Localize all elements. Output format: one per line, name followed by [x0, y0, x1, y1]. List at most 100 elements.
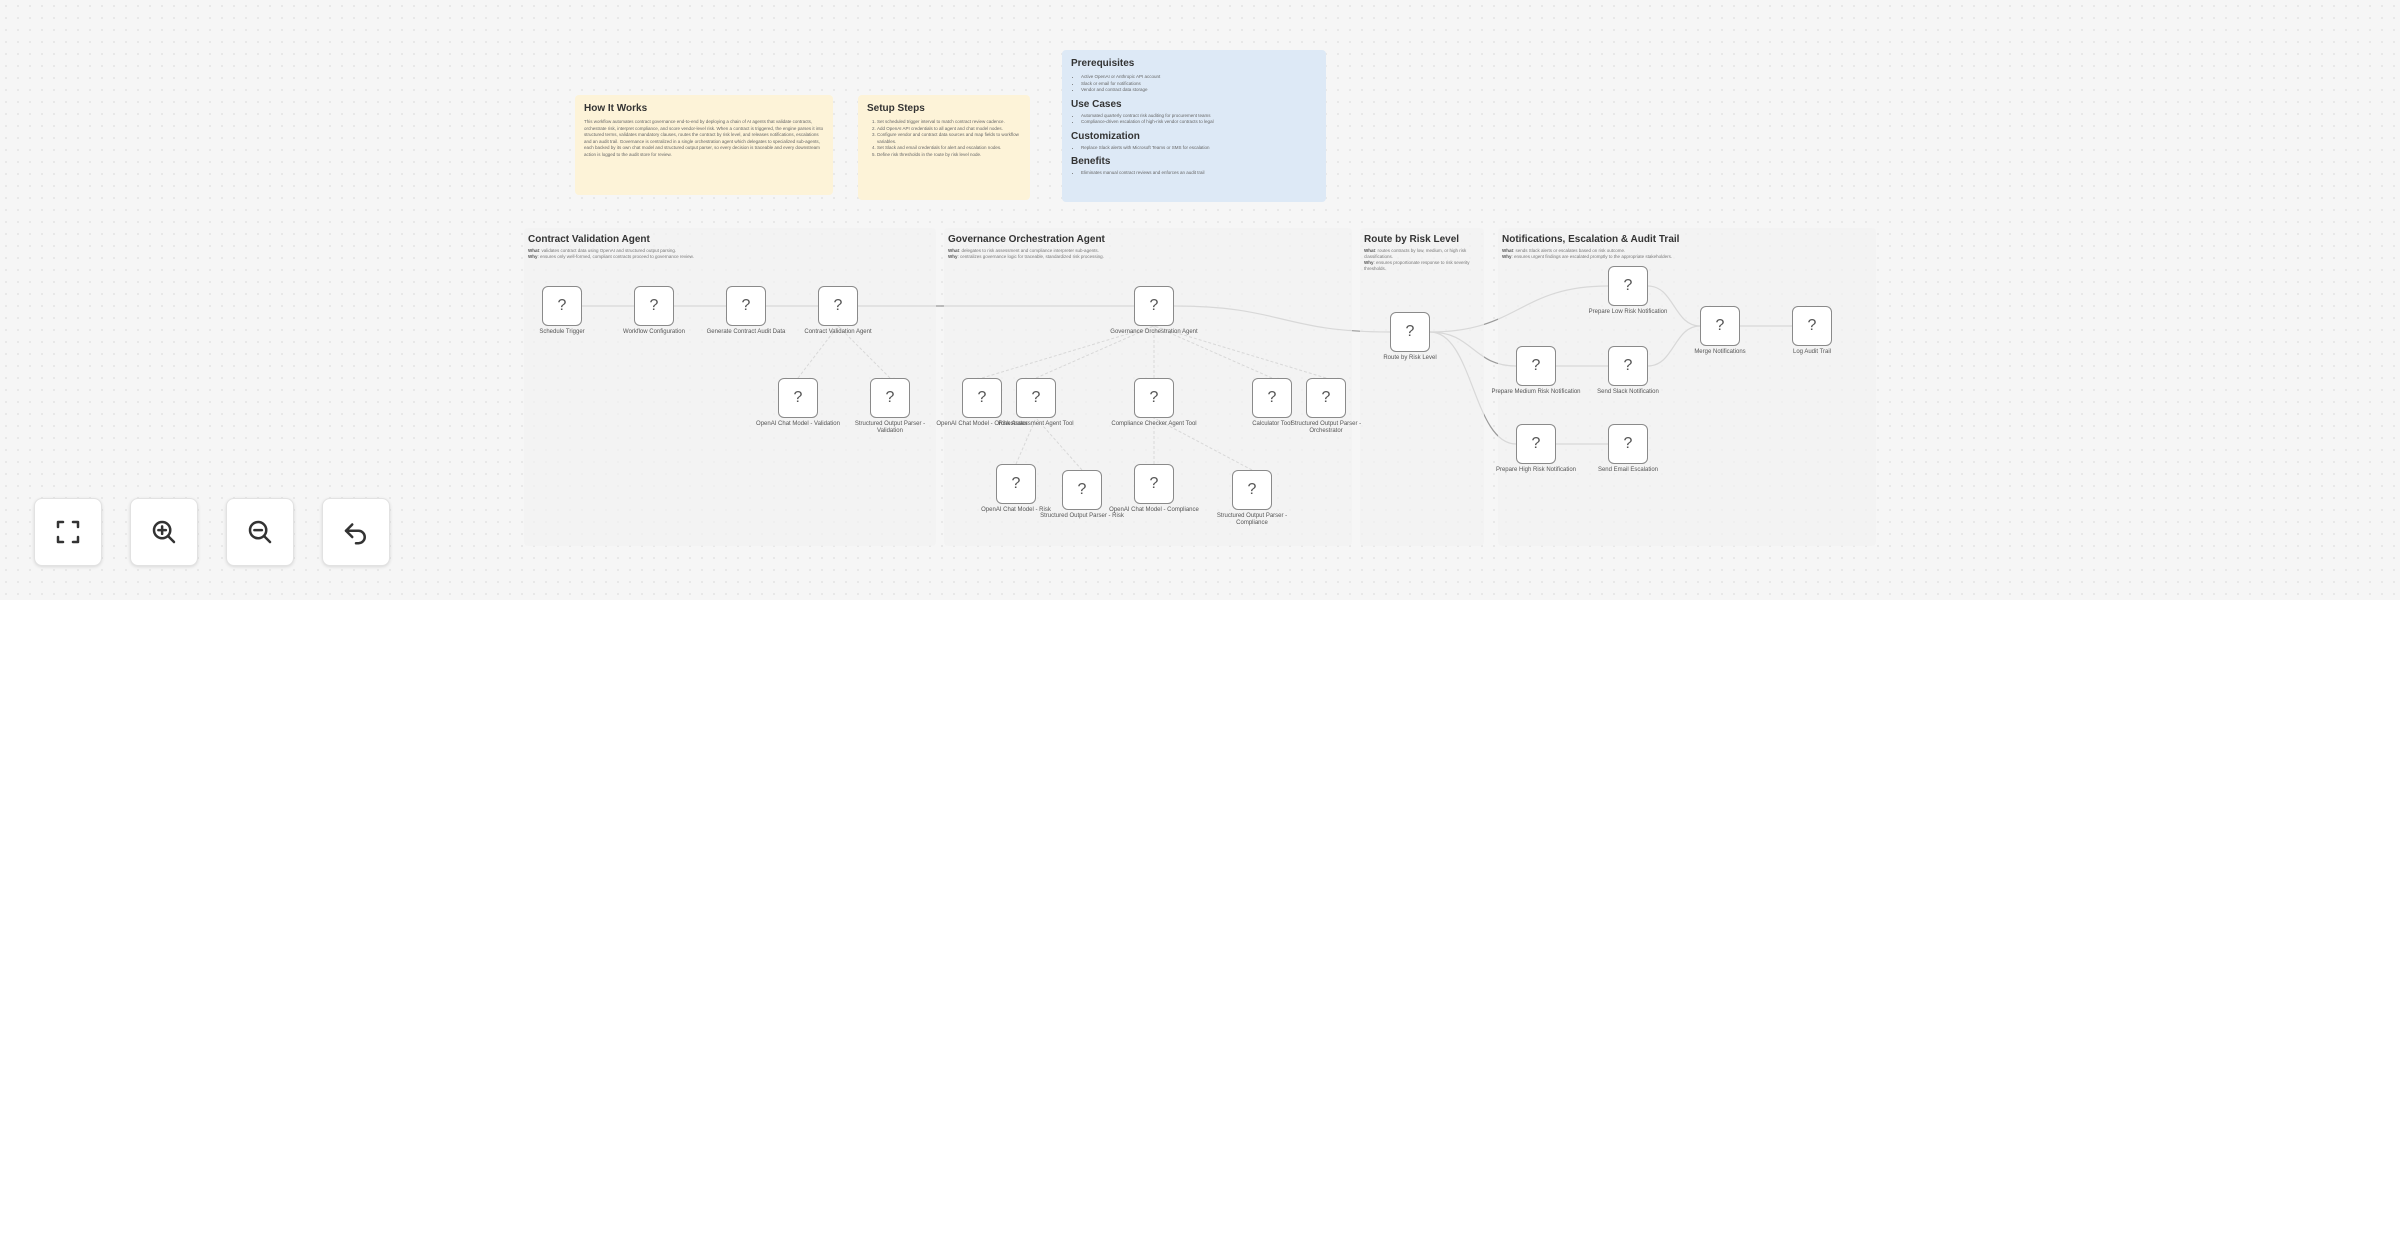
sticky-note-how-it-works[interactable]: How It Works This workflow automates con… — [575, 95, 833, 195]
node-label: Structured Output Parser - Risk — [1040, 513, 1124, 519]
node-contract-validation-agent[interactable]: ? — [818, 286, 858, 326]
prerequisites-list: Active OpenAI or Anthropic API account S… — [1071, 74, 1317, 94]
setup-step: Add OpenAI API credentials to all agent … — [877, 126, 1021, 133]
group-notifications-escalation-audit[interactable]: Notifications, Escalation & Audit Trail … — [1498, 228, 1876, 546]
undo-icon — [344, 523, 366, 545]
node-generate-contract-audit-data[interactable]: ? — [726, 286, 766, 326]
unknown-node-icon: ? — [1623, 277, 1633, 294]
node-label: Schedule Trigger — [539, 329, 585, 335]
undo-button[interactable] — [322, 498, 390, 566]
node-label: Workflow Configuration — [623, 329, 685, 335]
node-openai-chat-model-orchestrator[interactable]: ? — [962, 378, 1002, 418]
node-label: Structured Output Parser - Compliance — [1216, 513, 1288, 526]
node-label: OpenAI Chat Model - Validation — [756, 421, 840, 427]
node-label: Merge Notifications — [1694, 349, 1746, 355]
group-contract-validation-agent[interactable]: Contract Validation Agent What: validate… — [524, 228, 936, 546]
node-structured-output-parser-risk[interactable]: ? — [1062, 470, 1102, 510]
unknown-node-icon: ? — [1715, 317, 1725, 334]
zoom-out-button[interactable] — [226, 498, 294, 566]
group-what: What: sends Slack alerts or escalates ba… — [1502, 248, 1626, 253]
node-send-email-escalation[interactable]: ? — [1608, 424, 1648, 464]
unknown-node-icon: ? — [1623, 357, 1633, 374]
setup-steps-list: Set scheduled trigger interval to match … — [867, 119, 1021, 158]
node-label: Send Slack Notification — [1597, 389, 1659, 395]
unknown-node-icon: ? — [1807, 317, 1817, 334]
customization-list: Replace Slack alerts with Microsoft Team… — [1071, 145, 1317, 152]
node-calculator-tool[interactable]: ? — [1252, 378, 1292, 418]
list-item: Automated quarterly contract risk auditi… — [1081, 113, 1317, 120]
node-route-by-risk-level[interactable]: ? — [1390, 312, 1430, 352]
node-risk-assessment-agent-tool[interactable]: ? — [1016, 378, 1056, 418]
workflow-canvas[interactable]: How It Works This workflow automates con… — [0, 0, 2400, 600]
section-heading: Use Cases — [1071, 98, 1122, 110]
node-send-slack-notification[interactable]: ? — [1608, 346, 1648, 386]
node-prepare-medium-risk-notification[interactable]: ? — [1516, 346, 1556, 386]
node-label: OpenAI Chat Model - Compliance — [1109, 507, 1199, 513]
group-what: What: delegates to risk assessment and c… — [948, 248, 1099, 253]
node-structured-output-parser-orchestrator[interactable]: ? — [1306, 378, 1346, 418]
node-prepare-high-risk-notification[interactable]: ? — [1516, 424, 1556, 464]
unknown-node-icon: ? — [557, 297, 567, 314]
benefits-list: Eliminates manual contract reviews and e… — [1071, 170, 1317, 177]
node-workflow-configuration[interactable]: ? — [634, 286, 674, 326]
unknown-node-icon: ? — [833, 297, 843, 314]
unknown-node-icon: ? — [1011, 475, 1021, 492]
setup-step: Define risk thresholds in the route by r… — [877, 152, 1021, 159]
node-log-audit-trail[interactable]: ? — [1792, 306, 1832, 346]
node-label: OpenAI Chat Model - Risk — [981, 507, 1051, 513]
node-compliance-checker-agent-tool[interactable]: ? — [1134, 378, 1174, 418]
node-schedule-trigger[interactable]: ? — [542, 286, 582, 326]
list-item: Vendor and contract data storage — [1081, 87, 1317, 94]
node-merge-notifications[interactable]: ? — [1700, 306, 1740, 346]
node-label: Compliance Checker Agent Tool — [1111, 421, 1197, 427]
node-label: OpenAI Chat Model - Orchestrator — [936, 421, 1028, 427]
list-item: Replace Slack alerts with Microsoft Team… — [1081, 145, 1317, 152]
group-what: What: validates contract data using Open… — [528, 248, 677, 253]
unknown-node-icon: ? — [1267, 389, 1277, 406]
fit-view-button[interactable] — [34, 498, 102, 566]
node-governance-orchestration-agent[interactable]: ? — [1134, 286, 1174, 326]
sticky-note-setup-steps[interactable]: Setup Steps Set scheduled trigger interv… — [858, 95, 1030, 200]
group-title: Governance Orchestration Agent — [948, 234, 1105, 245]
sticky-note-prerequisites[interactable]: Prerequisites Active OpenAI or Anthropic… — [1062, 50, 1326, 202]
node-label: Prepare Medium Risk Notification — [1491, 389, 1581, 395]
list-item: Slack or email for notifications — [1081, 81, 1317, 88]
zoom-out-icon — [248, 520, 272, 544]
group-title: Route by Risk Level — [1364, 234, 1460, 245]
node-label: Generate Contract Audit Data — [706, 329, 786, 335]
node-label: Governance Orchestration Agent — [1110, 329, 1198, 335]
node-openai-chat-model-validation[interactable]: ? — [778, 378, 818, 418]
section-heading: Customization — [1071, 130, 1140, 142]
unknown-node-icon: ? — [1247, 481, 1257, 498]
unknown-node-icon: ? — [1077, 481, 1087, 498]
node-openai-chat-model-compliance[interactable]: ? — [1134, 464, 1174, 504]
node-openai-chat-model-risk[interactable]: ? — [996, 464, 1036, 504]
group-why: Why: ensures only well-formed, compliant… — [528, 254, 694, 259]
list-item: Compliance-driven escalation of high-ris… — [1081, 119, 1317, 126]
node-label: Calculator Tool — [1252, 421, 1292, 427]
node-label: Prepare High Risk Notification — [1495, 467, 1577, 473]
unknown-node-icon: ? — [1531, 357, 1541, 374]
node-prepare-low-risk-notification[interactable]: ? — [1608, 266, 1648, 306]
unknown-node-icon: ? — [1531, 435, 1541, 452]
group-why: Why: centralizes governance logic for tr… — [948, 254, 1104, 259]
zoom-in-button[interactable] — [130, 498, 198, 566]
list-item: Active OpenAI or Anthropic API account — [1081, 74, 1317, 81]
group-what: What: routes contracts by low, medium, o… — [1364, 248, 1467, 259]
setup-step: Set Slack and email credentials for aler… — [877, 145, 1021, 152]
node-label: Prepare Low Risk Notification — [1588, 309, 1668, 315]
unknown-node-icon: ? — [1149, 475, 1159, 492]
sticky-title: Prerequisites — [1071, 58, 1135, 69]
group-title: Notifications, Escalation & Audit Trail — [1502, 234, 1680, 245]
sticky-title: How It Works — [584, 103, 648, 114]
group-title: Contract Validation Agent — [528, 234, 650, 245]
node-structured-output-parser-validation[interactable]: ? — [870, 378, 910, 418]
use-cases-list: Automated quarterly contract risk auditi… — [1071, 113, 1317, 126]
setup-step: Set scheduled trigger interval to match … — [877, 119, 1021, 126]
group-route-by-risk-level[interactable]: Route by Risk Level What: routes contrac… — [1360, 228, 1484, 546]
setup-step: Configure vendor and contract data sourc… — [877, 132, 1021, 145]
zoom-in-icon — [152, 520, 176, 544]
section-heading: Benefits — [1071, 156, 1111, 167]
list-item: Eliminates manual contract reviews and e… — [1081, 170, 1317, 177]
node-structured-output-parser-compliance[interactable]: ? — [1232, 470, 1272, 510]
